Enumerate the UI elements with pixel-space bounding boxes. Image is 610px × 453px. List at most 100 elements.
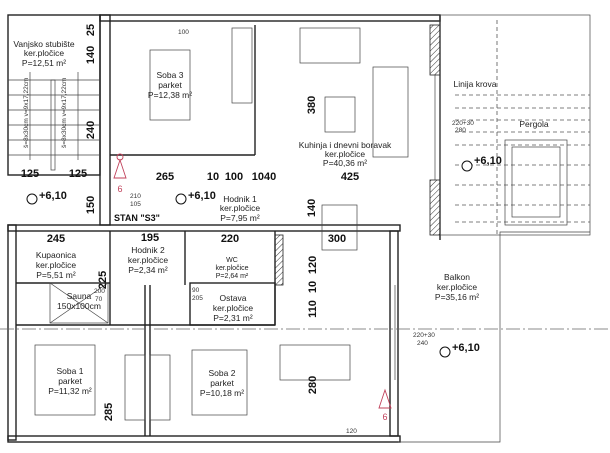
dimension-label: 125 xyxy=(21,168,39,180)
sauna-box xyxy=(49,282,109,324)
dimension-label: 140 xyxy=(85,46,97,64)
room-area: P=12,51 m² xyxy=(22,58,66,68)
room-floor: parket xyxy=(158,80,182,90)
pergola xyxy=(455,20,590,235)
dimension-label: 120 xyxy=(346,428,357,435)
dimension-label: 280 xyxy=(307,376,319,394)
room-name: Hodnik 1 xyxy=(223,194,257,204)
room-floor: parket xyxy=(210,378,234,388)
level-value: +6,10 xyxy=(474,155,502,167)
room-area: P=40,36 m² xyxy=(323,158,367,168)
wardrobe xyxy=(149,354,171,421)
room-labels: Vanjsko stubište ker.pločice P=12,51 m² … xyxy=(13,39,479,398)
bed-soba3 xyxy=(149,49,191,121)
room-area: P=2,34 m² xyxy=(128,265,168,275)
room-floor: ker.pločice xyxy=(325,149,365,159)
bed-soba2 xyxy=(191,349,248,416)
stair-number: 6 xyxy=(117,184,122,194)
stair-spec: š=8x30cm v=9x17,22cm xyxy=(61,78,68,148)
dimension-label: 150 xyxy=(85,196,97,214)
dimension-label: 220+30 xyxy=(452,120,474,127)
room-name: Kuhinja i dnevni boravak xyxy=(299,140,392,150)
dimension-label: 380 xyxy=(306,96,318,114)
dimension-label: 25 xyxy=(85,24,97,36)
room-name: Hodnik 2 xyxy=(131,245,165,255)
room-area: P=5,51 m² xyxy=(36,270,76,280)
room-floor: ker.pločice xyxy=(215,265,248,272)
dimension-label: 1040 xyxy=(252,171,276,183)
dimension-label: 105 xyxy=(130,201,141,208)
wardrobe xyxy=(231,27,253,104)
dimension-label: 210 xyxy=(130,193,141,200)
dimension-label: 120 xyxy=(307,256,319,274)
couch xyxy=(372,66,409,158)
person-marker-icon-head xyxy=(116,153,124,161)
dimension-label: 225 xyxy=(97,271,109,289)
room-name: WC xyxy=(226,257,238,264)
dimension-label: 110 xyxy=(307,300,319,318)
dimension-label: 280 xyxy=(455,127,466,134)
dimension-label: 10 xyxy=(207,171,219,183)
level-marker-icon xyxy=(175,193,187,205)
room-area: P=11,32 m² xyxy=(48,386,92,396)
dimension-label: 205 xyxy=(192,295,203,302)
bed-soba1 xyxy=(34,344,96,416)
dimension-label: 70 xyxy=(95,296,103,303)
person-marker-icon xyxy=(378,388,392,409)
armchair xyxy=(324,96,356,133)
pergola-label: Pergola xyxy=(519,119,549,129)
person-marker-icon xyxy=(113,158,127,179)
dimensions: 140 240 125 125 150 25 265 10 100 1040 4… xyxy=(21,24,474,435)
dimension-label: 140 xyxy=(306,199,318,217)
stair-spec: š=8x30cm v=9x17,22cm xyxy=(23,78,30,148)
stairs xyxy=(8,72,100,171)
room-area: P=2,31 m² xyxy=(213,313,253,323)
room-area: P=10,18 m² xyxy=(200,388,244,398)
dimension-label: 425 xyxy=(341,171,359,183)
furniture xyxy=(34,27,409,421)
dimension-label: 125 xyxy=(69,168,87,180)
level-markers: +6,10 +6,10 +6,10 +6,10 xyxy=(26,155,502,358)
roof-line-label: Linija krova xyxy=(454,79,497,89)
room-name: Balkon xyxy=(444,272,470,282)
room-area: P=7,95 m² xyxy=(220,213,260,223)
room-area: P=2,64 m² xyxy=(216,273,249,280)
level-value: +6,10 xyxy=(452,342,480,354)
dimension-label: 220 xyxy=(221,233,239,245)
room-name: Kupaonica xyxy=(36,250,76,260)
dimension-label: 220+30 xyxy=(413,332,435,339)
wardrobe xyxy=(124,354,146,421)
dimension-label: 285 xyxy=(103,403,115,421)
dimension-label: 10 xyxy=(307,281,319,293)
dimension-label: 90 xyxy=(192,287,200,294)
dimension-label: 100 xyxy=(178,29,189,36)
room-name: Sauna xyxy=(67,291,92,301)
kitchen-counter xyxy=(279,344,351,381)
room-area: P=35,16 m² xyxy=(435,292,479,302)
dining-table xyxy=(321,204,358,251)
room-floor: ker.pločice xyxy=(24,48,64,58)
room-name: Vanjsko stubište xyxy=(13,39,75,49)
room-area: P=12,38 m² xyxy=(148,90,192,100)
room-name: Ostava xyxy=(220,293,247,303)
room-floor: ker.pločice xyxy=(213,303,253,313)
dimension-label: 195 xyxy=(141,232,159,244)
sofa xyxy=(299,27,361,64)
stair-number: 6 xyxy=(382,412,387,422)
room-floor: parket xyxy=(58,376,82,386)
room-name: Soba 2 xyxy=(209,368,236,378)
room-name: Soba 3 xyxy=(157,70,184,80)
dimension-label: 265 xyxy=(156,171,174,183)
dimension-label: 100 xyxy=(225,171,243,183)
room-floor: ker.pločice xyxy=(128,255,168,265)
level-value: +6,10 xyxy=(39,190,67,202)
room-name: Soba 1 xyxy=(57,366,84,376)
level-marker-icon xyxy=(461,160,473,172)
level-value: +6,10 xyxy=(188,190,216,202)
room-size: 150x100cm xyxy=(57,301,101,311)
dimension-label: 245 xyxy=(47,233,65,245)
unit-label: STAN "S3" xyxy=(114,213,160,223)
dimension-label: 240 xyxy=(85,121,97,139)
room-floor: ker.pločice xyxy=(220,203,260,213)
